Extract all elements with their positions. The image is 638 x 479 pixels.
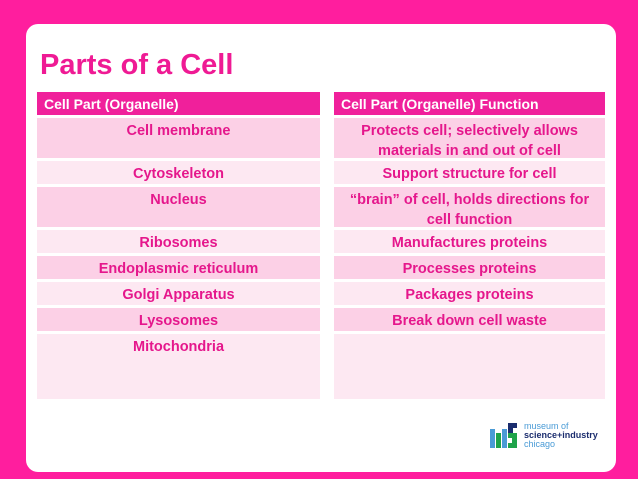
msi-logo-text: museum of science+industry chicago (524, 420, 598, 449)
table-row: Endoplasmic reticulum Processes proteins (37, 256, 605, 279)
msi-logo: museum of science+industry chicago (489, 420, 598, 450)
table-row: Nucleus “brain” of cell, holds direction… (37, 187, 605, 228)
table-row: Cytoskeleton Support structure for cell (37, 161, 605, 184)
function-cell: Processes proteins (334, 256, 605, 279)
function-cell: Break down cell waste (334, 308, 605, 331)
function-cell (334, 334, 605, 399)
function-cell: Protects cell; selectively allows materi… (334, 118, 605, 159)
function-cell: Packages proteins (334, 282, 605, 305)
part-cell: Nucleus (37, 187, 320, 227)
logo-line-2: science+industry (524, 429, 598, 440)
logo-line-3: chicago (524, 438, 556, 449)
table-row: Cell membrane Protects cell; selectively… (37, 118, 605, 159)
part-cell: Mitochondria (37, 334, 320, 399)
slide: Parts of a Cell Cell Part (Organelle) Ce… (26, 24, 616, 472)
msi-logo-icon (490, 423, 517, 448)
logo-line-1: museum of (524, 420, 569, 431)
part-cell: Cell membrane (37, 118, 320, 158)
function-cell: “brain” of cell, holds directions for ce… (334, 187, 605, 228)
part-cell: Lysosomes (37, 308, 320, 331)
table-row: Golgi Apparatus Packages proteins (37, 282, 605, 305)
table-row: Mitochondria (37, 334, 605, 399)
slide-title: Parts of a Cell (40, 49, 234, 81)
table-header-row: Cell Part (Organelle) Cell Part (Organel… (37, 92, 605, 115)
part-cell: Cytoskeleton (37, 161, 320, 184)
function-cell: Support structure for cell (334, 161, 605, 184)
part-cell: Golgi Apparatus (37, 282, 320, 305)
table-row: Lysosomes Break down cell waste (37, 308, 605, 331)
part-cell: Ribosomes (37, 230, 320, 253)
table-row: Ribosomes Manufactures proteins (37, 230, 605, 253)
header-cell-part: Cell Part (Organelle) (37, 92, 320, 115)
organelle-table: Cell Part (Organelle) Cell Part (Organel… (37, 92, 605, 402)
function-cell: Manufactures proteins (334, 230, 605, 253)
header-cell-function: Cell Part (Organelle) Function (334, 92, 605, 115)
part-cell: Endoplasmic reticulum (37, 256, 320, 279)
